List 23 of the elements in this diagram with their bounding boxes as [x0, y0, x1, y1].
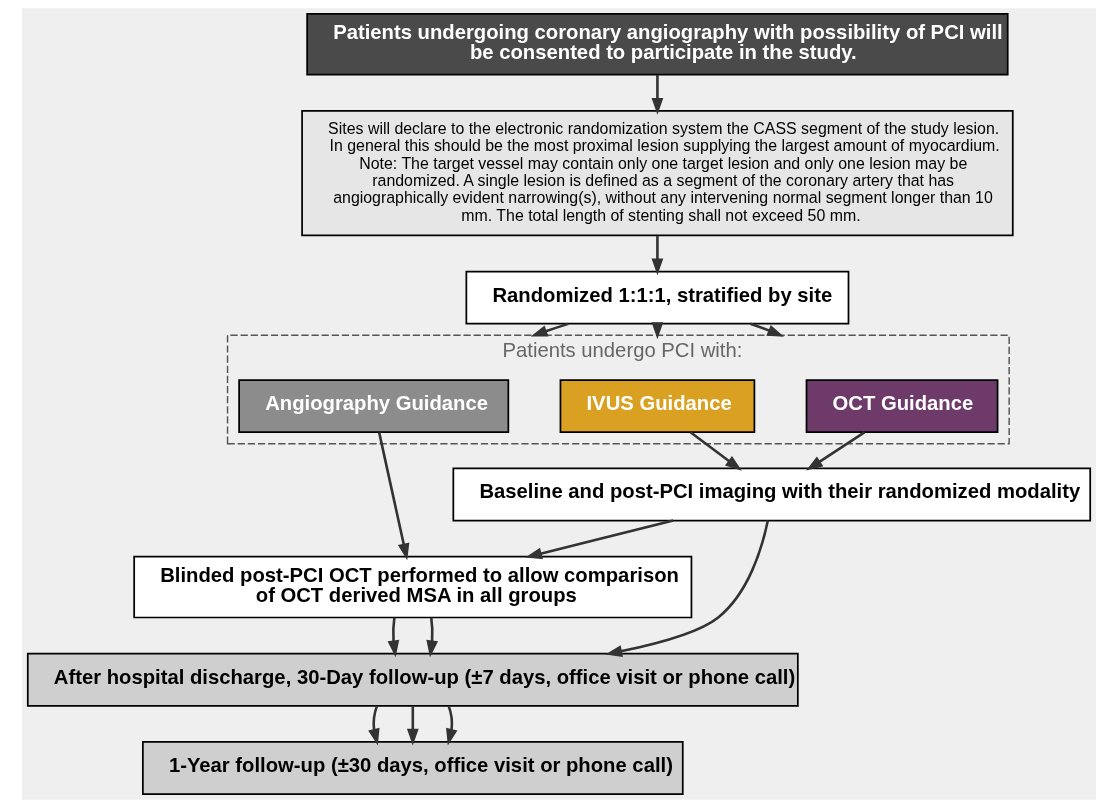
node-box: Patients undergoing coronary angiography with possibility of PCI will be consented to participate in the study.	[305, 13, 1009, 76]
arrow	[387, 617, 399, 658]
arrow	[530, 322, 569, 337]
arrow	[406, 705, 419, 746]
arrow	[377, 432, 409, 561]
arrow	[425, 617, 438, 658]
arrow	[651, 236, 663, 276]
node-box: After hospital discharge, 30-Day follow-up (±7 days, office visit or phone call)	[26, 652, 799, 707]
arrow	[367, 705, 380, 746]
node-box: IVUS Guidance	[559, 379, 755, 434]
arrow	[524, 519, 673, 560]
arrow	[689, 431, 742, 471]
arrow	[805, 431, 865, 471]
arrow	[604, 520, 769, 657]
node-box: Sites will declare to the electronic randomization system the CASS segment of the study lesion. In general this should be the most proximal lesion supplying the largest amount of myocardium. Note: The target vessel may contain only one target lesion and only one lesion may be randomized. A single lesion is defined as a segment of the coronary artery that has angiographically evident narrowing(s), without any intervening normal segment longer than 10 mm. The total length of stenting shall not exceed 50 mm.	[300, 110, 1014, 237]
node-box: 1-Year follow-up (±30 days, office visit or phone call)	[141, 741, 684, 795]
node-box: Angiography Guidance	[237, 379, 509, 434]
node-box: OCT Guidance	[805, 379, 998, 434]
node-box: Blinded post-PCI OCT performed to allow comparison of OCT derived MSA in all groups	[132, 555, 692, 619]
arrow	[445, 705, 457, 746]
node-box: Baseline and post-PCI imaging with their randomized modality	[451, 467, 1091, 522]
arrow	[749, 322, 784, 337]
arrow	[651, 74, 663, 115]
